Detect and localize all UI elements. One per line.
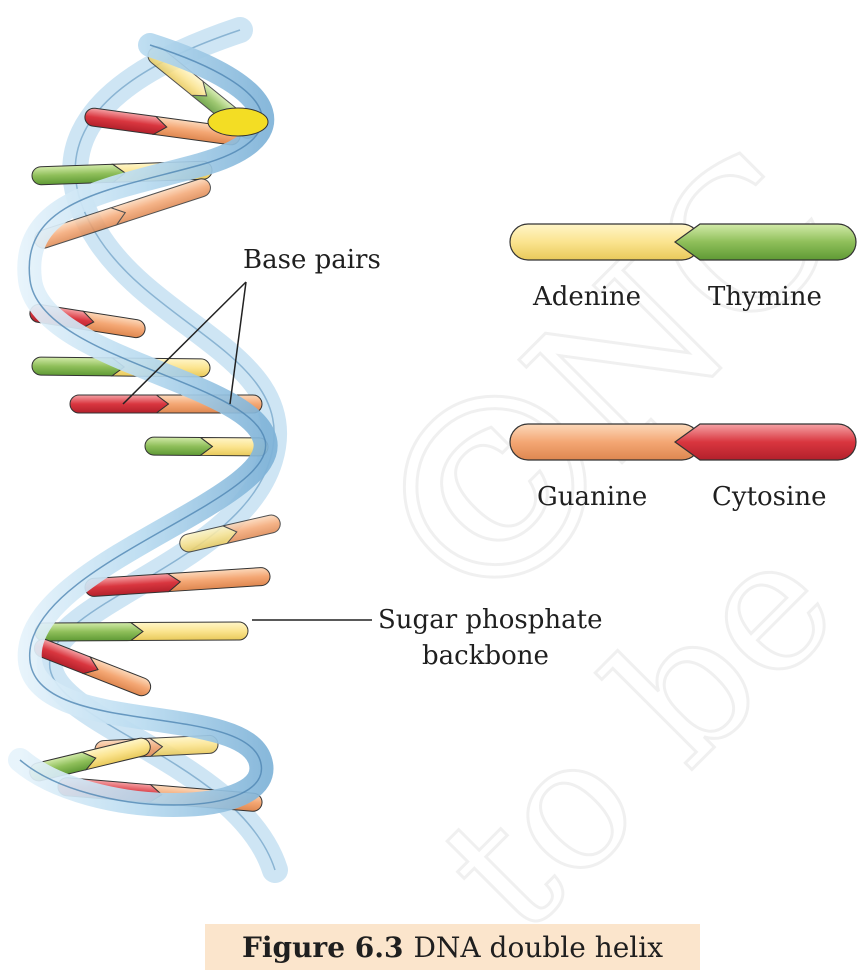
base-right <box>221 514 281 545</box>
cytosine-bar <box>673 423 857 461</box>
adenine-label: Adenine <box>532 282 641 312</box>
base-pair-rung <box>34 621 249 642</box>
adenine-bar <box>509 223 701 261</box>
base-pair-rung <box>144 436 269 457</box>
base-pairs-pointer-1 <box>122 281 247 405</box>
base-left <box>31 356 125 377</box>
cytosine-label: Cytosine <box>712 482 826 512</box>
top-cap <box>207 107 269 137</box>
base-right <box>129 621 249 642</box>
base-right <box>78 310 146 339</box>
base-right <box>109 178 211 226</box>
figure-caption: Figure 6.3 DNA double helix <box>205 924 700 970</box>
base-right <box>166 567 271 593</box>
sugar-phosphate-label-line1: Sugar phosphate <box>378 605 603 635</box>
base-left <box>144 436 214 456</box>
guanine-bar <box>509 423 701 461</box>
base-pair-rung <box>179 514 281 553</box>
guanine-label: Guanine <box>537 482 647 512</box>
base-pairs-label: Base pairs <box>243 245 381 275</box>
base-pairs-pointer-2 <box>229 281 247 405</box>
thymine-bar <box>673 223 857 261</box>
sugar-phosphate-label-group: Sugar phosphate backbone <box>252 605 603 671</box>
legend-adenine-thymine: Adenine Thymine <box>509 223 857 312</box>
base-left <box>84 107 168 135</box>
thymine-label: Thymine <box>708 282 822 312</box>
base-left <box>69 394 170 414</box>
base-pair-rung <box>34 178 211 249</box>
base-pair-rung <box>33 638 152 697</box>
base-right <box>80 737 151 771</box>
base-pair-rung <box>84 567 271 597</box>
legend-guanine-cytosine: Guanine Cytosine <box>509 423 857 512</box>
base-pairs-label-group: Base pairs <box>122 245 381 405</box>
base-left <box>179 525 238 553</box>
base-right <box>81 655 152 697</box>
backbone-strand-front-edge <box>19 44 267 806</box>
sugar-phosphate-label-line2: backbone <box>422 641 549 671</box>
figure-number: Figure 6.3 <box>241 930 404 964</box>
figure-title: DNA double helix <box>413 930 664 964</box>
